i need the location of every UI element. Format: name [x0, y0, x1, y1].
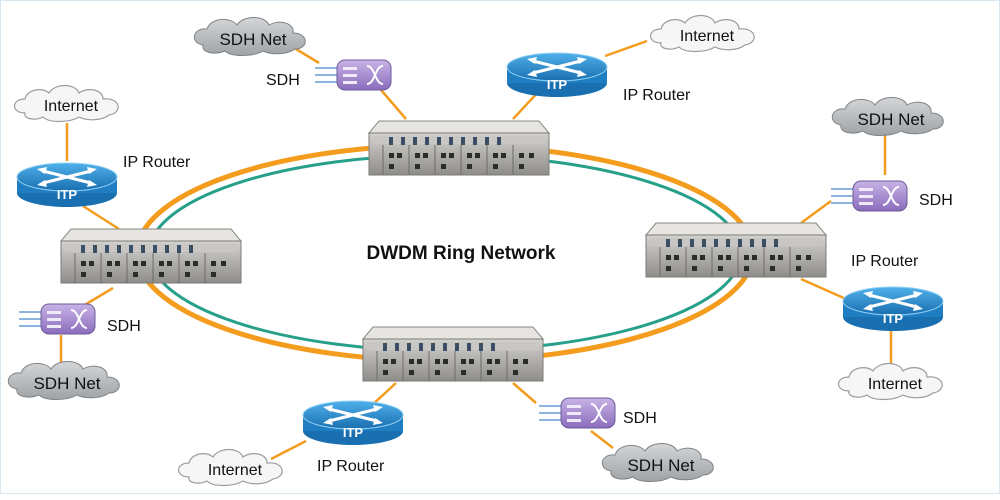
link: [512, 382, 537, 404]
cloud-label: SDH Net: [219, 30, 286, 49]
cloud-label: SDH Net: [33, 374, 100, 393]
left-internet-cloud: Internet: [13, 84, 119, 123]
right-internet-cloud: Internet: [837, 362, 943, 401]
dwdm-node-top: [368, 120, 550, 176]
router-label: IP Router: [317, 458, 385, 475]
router-badge: ITP: [343, 425, 364, 440]
left-sdh-net-cloud: SDH Net: [7, 361, 120, 400]
router-label: IP Router: [851, 253, 919, 270]
sdh-label: SDH: [919, 192, 953, 209]
sdh-label: SDH: [107, 318, 141, 335]
sdh-multiplexer-icon: [830, 180, 908, 212]
link: [800, 277, 847, 301]
sdh-multiplexer-icon: [314, 59, 392, 91]
left-ip-router: ITP IP Router: [15, 154, 191, 209]
link: [82, 204, 120, 231]
bottom-internet-cloud: Internet: [177, 448, 283, 487]
cloud-label: Internet: [44, 98, 99, 115]
cloud-label: Internet: [868, 376, 923, 393]
access-links: [59, 39, 893, 461]
cloud-label: SDH Net: [627, 456, 694, 475]
top-ip-router: ITP IP Router: [505, 51, 691, 104]
sdh-multiplexer-icon: [538, 397, 616, 429]
top-internet-cloud: Internet: [649, 14, 755, 53]
top-sdh-net-cloud: SDH Net: [193, 17, 306, 56]
cloud-label: Internet: [680, 28, 735, 45]
link: [270, 439, 307, 461]
right-ip-router: IP Router ITP: [841, 253, 945, 333]
left-sdh-device: SDH: [18, 303, 141, 335]
router-badge: ITP: [547, 77, 568, 92]
sdh-label: SDH: [623, 410, 657, 427]
right-sdh-device: SDH: [830, 180, 953, 212]
link: [590, 430, 614, 449]
top-sdh-device: SDH: [266, 59, 392, 91]
router-badge: ITP: [883, 311, 904, 326]
sdh-label: SDH: [266, 72, 300, 89]
bottom-ip-router: ITP IP Router: [301, 399, 405, 475]
router-badge: ITP: [57, 187, 78, 202]
right-sdh-net-cloud: SDH Net: [831, 97, 944, 136]
bottom-sdh-device: SDH: [538, 397, 657, 429]
cloud-label: SDH Net: [857, 110, 924, 129]
dwdm-node-bottom: [362, 326, 544, 382]
link: [82, 286, 114, 308]
sdh-multiplexer-icon: [18, 303, 96, 335]
cloud-label: Internet: [208, 462, 263, 479]
bottom-sdh-net-cloud: SDH Net: [601, 443, 714, 482]
router-label: IP Router: [623, 87, 691, 104]
diagram-title: DWDM Ring Network: [367, 243, 556, 264]
router-label: IP Router: [123, 154, 191, 171]
dwdm-node-left: [60, 228, 242, 284]
link: [800, 199, 832, 225]
link: [604, 39, 648, 58]
dwdm-node-right: [645, 222, 827, 278]
